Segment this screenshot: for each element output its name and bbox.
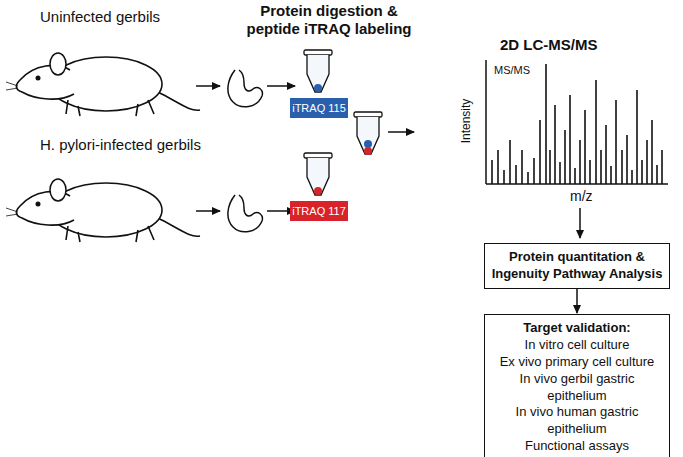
spectrum-peak <box>491 160 493 184</box>
plot-label: MS/MS <box>494 64 530 76</box>
spectrum-peak <box>579 140 581 184</box>
axis-label: m/z <box>570 188 593 204</box>
process-box: Protein quantitation & Ingenuity Pathway… <box>484 243 670 289</box>
box-text: Functional assays <box>491 438 663 455</box>
spectrum-peak <box>564 130 566 184</box>
spectrum-peak <box>600 150 602 184</box>
spectrum-peak <box>621 150 623 184</box>
spectrum-peak <box>636 90 638 184</box>
group-label: H. pylori-infected gerbils <box>40 136 201 153</box>
spectrum-peak <box>497 150 499 184</box>
spectrum-peak <box>610 166 612 184</box>
box-heading: iTRAQ 117 <box>292 204 346 218</box>
spectrum-peak <box>661 150 663 184</box>
spectrum-peak <box>605 125 607 184</box>
box-text: In vitro cell culture <box>491 337 663 354</box>
spectrum-peak <box>646 140 648 184</box>
spectrum-peak <box>527 172 529 184</box>
label-box: iTRAQ 117 <box>290 201 348 221</box>
process-box: Target validation:In vitro cell cultureE… <box>484 314 670 457</box>
spectrum-peak <box>549 150 551 184</box>
box-text: In vivo human gastric epithelium <box>491 404 663 438</box>
box-text: In vivo gerbil gastric epithelium <box>491 371 663 405</box>
spectrum-peak <box>569 95 571 184</box>
group-label: Uninfected gerbils <box>40 8 160 25</box>
spectrum-peak <box>554 105 556 184</box>
spectrum-peak <box>503 170 505 184</box>
spectrum-peak <box>626 135 628 184</box>
spectrum-peak <box>509 140 511 184</box>
spectrum-peak <box>545 64 547 184</box>
spectrum-peak <box>651 120 653 184</box>
box-heading: Target validation: <box>491 320 663 337</box>
flow-arrow <box>576 289 578 313</box>
spectrum-peak <box>589 160 591 184</box>
spectrum-peak <box>595 80 597 184</box>
spectrum-peak <box>533 158 535 184</box>
spectrum-peak <box>574 168 576 184</box>
spectrum-peak <box>615 100 617 184</box>
box-heading: iTRAQ 115 <box>292 101 346 115</box>
spectrum-peak <box>559 162 561 184</box>
axis-label: Intensity <box>459 99 473 144</box>
spectrum-peak <box>656 165 658 184</box>
spectrum-peak <box>515 165 517 184</box>
step-label: Protein digestion & peptide iTRAQ labeli… <box>236 2 422 38</box>
box-text: Ex vivo primary cell culture <box>491 354 663 371</box>
spectrum-peak <box>521 150 523 184</box>
step-label: 2D LC-MS/MS <box>500 36 598 53</box>
label-box: iTRAQ 115 <box>290 98 348 118</box>
spectrum-peak <box>584 110 586 184</box>
spectrum-peak <box>539 120 541 184</box>
spectrum-peak <box>641 160 643 184</box>
box-heading: Protein quantitation & Ingenuity Pathway… <box>491 249 663 283</box>
spectrum-peak <box>631 170 633 184</box>
